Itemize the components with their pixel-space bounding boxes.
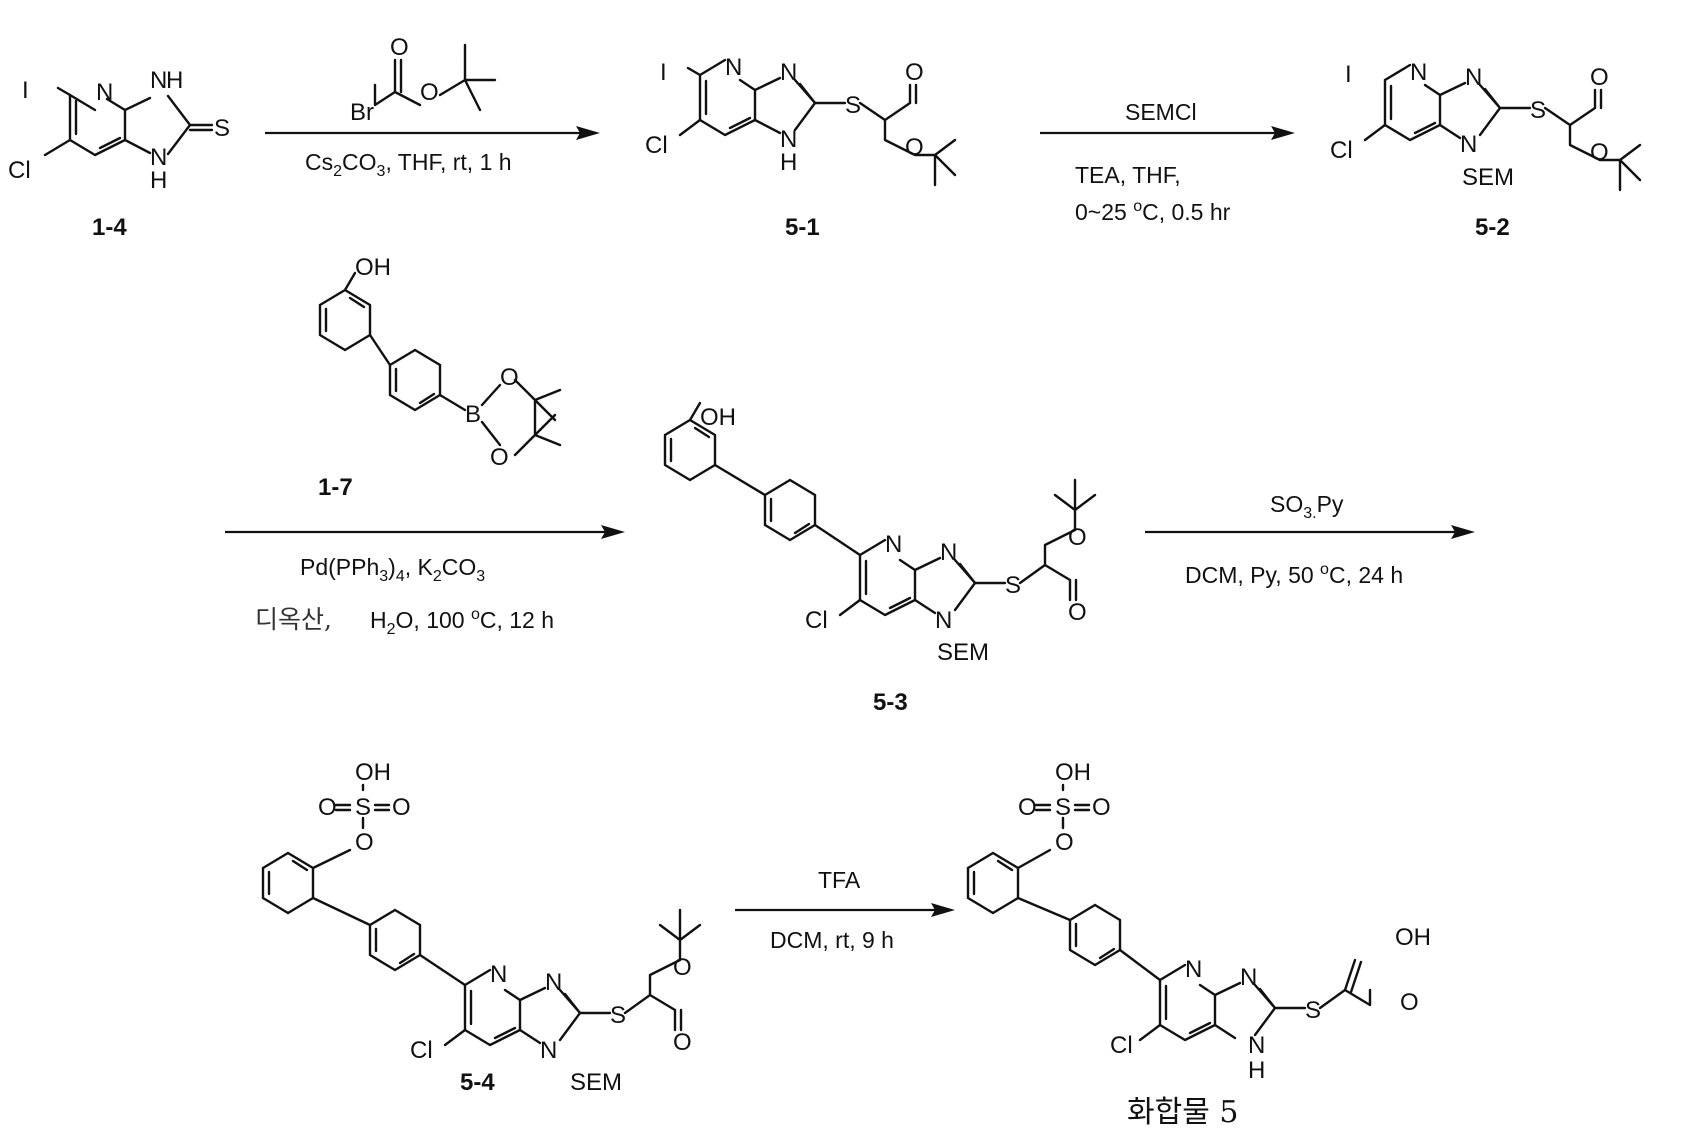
atom-I: I bbox=[660, 59, 667, 86]
atom-SEM: SEM bbox=[1462, 164, 1514, 191]
atom-H: H bbox=[1248, 1057, 1265, 1084]
compound-label-1-4: 1-4 bbox=[92, 214, 127, 241]
atom-N: N bbox=[1248, 1032, 1265, 1059]
atom-O: O bbox=[1590, 139, 1609, 166]
atom-OH: OH bbox=[1395, 924, 1431, 951]
compound-label-1-7: 1-7 bbox=[318, 474, 353, 501]
reaction-arrow-4: SO3.Py DCM, Py, 50 oC, 24 h bbox=[1145, 491, 1475, 588]
atom-H: H bbox=[150, 167, 167, 194]
atom-S: S bbox=[1305, 997, 1321, 1024]
reaction-arrow-5: TFA DCM, rt, 9 h bbox=[735, 867, 955, 953]
step5-conditions: DCM, rt, 9 h bbox=[770, 927, 894, 953]
atom-S: S bbox=[610, 1002, 626, 1029]
step5-reagent: TFA bbox=[818, 867, 861, 893]
atom-OH: OH bbox=[355, 759, 391, 786]
atom-O: O bbox=[392, 794, 411, 821]
atom-I: I bbox=[1345, 61, 1352, 88]
compound-label-5-1: 5-1 bbox=[785, 214, 820, 241]
compound-5-3: OH N N N SEM S O O Cl 5-3 bbox=[665, 403, 1095, 716]
step1-conditions: Cs2CO3, THF, rt, 1 h bbox=[305, 149, 512, 180]
atom-SEM: SEM bbox=[570, 1069, 622, 1096]
atom-N: N bbox=[940, 539, 957, 566]
atom-H: H bbox=[166, 67, 183, 94]
compound-label-5-4: 5-4 bbox=[460, 1069, 495, 1096]
step3-solvent-korean: 디옥산, bbox=[255, 605, 332, 634]
atom-Cl: Cl bbox=[8, 157, 31, 184]
reaction-arrow-3: Pd(PPh3)4, K2CO3 디옥산, H2O, 100 oC, 12 h bbox=[225, 525, 625, 638]
compound-label-5-2: 5-2 bbox=[1475, 214, 1510, 241]
atom-O: O bbox=[1590, 64, 1609, 91]
atom-N: N bbox=[490, 961, 507, 988]
atom-N: N bbox=[935, 607, 952, 634]
atom-Cl: Cl bbox=[1330, 137, 1353, 164]
compound-label-5-3: 5-3 bbox=[873, 689, 908, 716]
atom-O: O bbox=[490, 444, 509, 471]
atom-N: N bbox=[540, 1037, 557, 1064]
compound-5-1: I N N N H S O O Cl 5-1 bbox=[645, 54, 955, 241]
atom-N: N bbox=[1185, 956, 1202, 983]
step4-conditions: DCM, Py, 50 oC, 24 h bbox=[1185, 561, 1403, 588]
atom-O: O bbox=[673, 954, 692, 981]
atom-N: N bbox=[96, 79, 113, 106]
atom-S: S bbox=[1005, 572, 1021, 599]
atom-S: S bbox=[1530, 97, 1546, 124]
reaction-arrow-2: SEMCl TEA, THF, 0~25 oC, 0.5 hr bbox=[1040, 99, 1295, 225]
atom-O: O bbox=[905, 59, 924, 86]
atom-O: O bbox=[1055, 829, 1074, 856]
atom-O: O bbox=[905, 134, 924, 161]
atom-N: N bbox=[725, 54, 742, 81]
atom-O: O bbox=[318, 794, 337, 821]
atom-OH: OH bbox=[1055, 759, 1091, 786]
atom-O: O bbox=[1068, 524, 1087, 551]
atom-OH: OH bbox=[355, 254, 391, 281]
atom-OH: OH bbox=[700, 404, 736, 431]
atom-Cl: Cl bbox=[410, 1037, 433, 1064]
atom-Cl: Cl bbox=[805, 607, 828, 634]
step2-reagent: SEMCl bbox=[1125, 99, 1197, 125]
atom-Br: Br bbox=[350, 99, 374, 126]
step2-conditions-line1: TEA, THF, bbox=[1075, 162, 1181, 188]
atom-N: N bbox=[150, 67, 167, 94]
compound-1-4: I N N H N H S Cl 1-4 bbox=[8, 67, 230, 241]
atom-B: B bbox=[465, 401, 481, 428]
step4-reagent: SO3.Py bbox=[1270, 491, 1344, 522]
atom-N: N bbox=[1240, 964, 1257, 991]
atom-N: N bbox=[1410, 59, 1427, 86]
atom-O: O bbox=[1068, 599, 1087, 626]
atom-O: O bbox=[355, 829, 374, 856]
atom-H: H bbox=[780, 149, 797, 176]
atom-N: N bbox=[885, 531, 902, 558]
atom-S: S bbox=[214, 115, 230, 142]
atom-O: O bbox=[1018, 794, 1037, 821]
atom-N: N bbox=[545, 969, 562, 996]
atom-O: O bbox=[1092, 794, 1111, 821]
atom-N: N bbox=[1460, 131, 1477, 158]
compound-5-4: OH O S O O N N N SEM S O O Cl 5-4 bbox=[263, 759, 700, 1096]
atom-O: O bbox=[673, 1029, 692, 1056]
step2-conditions-line2: 0~25 oC, 0.5 hr bbox=[1075, 198, 1231, 225]
atom-I: I bbox=[22, 77, 29, 104]
atom-N: N bbox=[780, 59, 797, 86]
compound-1-7: OH B O O 1-7 bbox=[318, 254, 560, 501]
atom-O: O bbox=[420, 79, 439, 106]
compound-label-5: 화합물 5 bbox=[1127, 1095, 1238, 1130]
compound-5: OH O S O O N N N H S O OH Cl 화합물 5 bbox=[968, 759, 1431, 1130]
atom-N: N bbox=[1465, 64, 1482, 91]
reaction-arrow-1: O O Br Cs2CO3, THF, rt, 1 h bbox=[265, 34, 600, 180]
atom-O: O bbox=[1400, 989, 1419, 1016]
step3-conditions-line1: Pd(PPh3)4, K2CO3 bbox=[300, 554, 485, 585]
atom-O: O bbox=[390, 34, 409, 61]
atom-O: O bbox=[500, 364, 519, 391]
atom-Cl: Cl bbox=[1110, 1032, 1133, 1059]
atom-Cl: Cl bbox=[645, 132, 668, 159]
compound-5-2: I N N N SEM S O O Cl 5-2 bbox=[1330, 59, 1640, 241]
atom-SEM: SEM bbox=[937, 639, 989, 666]
atom-S: S bbox=[845, 92, 861, 119]
step3-conditions-line2: H2O, 100 oC, 12 h bbox=[370, 606, 554, 638]
